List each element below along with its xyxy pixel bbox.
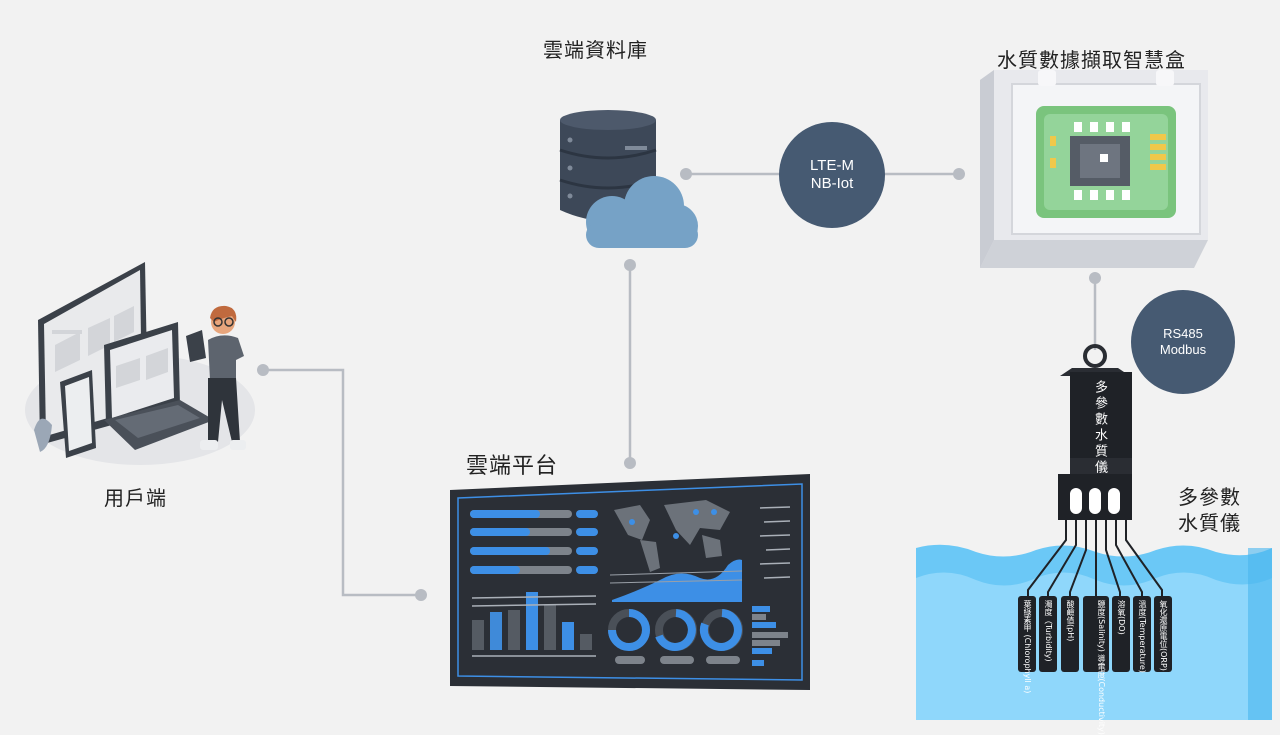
network-diagram <box>25 70 1272 720</box>
probe-label: 酸鹼值(pH) <box>1066 600 1075 642</box>
cloud-platform-label: 雲端平台 <box>466 454 559 479</box>
user-label: 用戶端 <box>104 486 167 510</box>
rs485-link-badge: RS485 Modbus <box>1131 290 1235 394</box>
meter-label-line1: 多參數 <box>1178 485 1241 509</box>
lte-label-line2: NB-Iot <box>810 175 854 192</box>
smart-box-label: 水質數據擷取智慧盒 <box>997 48 1186 72</box>
database-icon <box>559 110 657 221</box>
probe-label: 溶氧(DO) <box>1117 600 1126 635</box>
probe-label: 葉綠素甲 (Chlorophyll a) <box>1023 600 1032 694</box>
probe-label: 溫度(Temperature) <box>1138 600 1147 673</box>
connector-dots <box>257 168 1101 601</box>
multi-parameter-meter-icon <box>1018 344 1172 672</box>
cloud-platform-dashboard <box>450 474 810 690</box>
lte-label-line1: LTE-M <box>810 157 854 174</box>
probe-label: 鹽度(Salinity) 導電度(Conductivity) <box>1097 600 1106 735</box>
probe-label: 氧化還原電位(ORP) <box>1159 600 1168 671</box>
probe-label: 濁度（Turbidity) <box>1044 600 1053 662</box>
lte-link-badge: LTE-M NB-Iot <box>779 122 885 228</box>
meter-body-label: 多參數水質儀 <box>1092 380 1107 476</box>
cloud-icon <box>586 176 698 248</box>
rs485-label-line1: RS485 <box>1163 326 1203 342</box>
smart-box-icon <box>980 70 1208 268</box>
meter-label-line2: 水質儀 <box>1178 511 1241 535</box>
user-devices-illustration <box>25 262 255 465</box>
rs485-label-line2: Modbus <box>1159 342 1207 357</box>
cloud-database-label: 雲端資料庫 <box>543 38 648 62</box>
